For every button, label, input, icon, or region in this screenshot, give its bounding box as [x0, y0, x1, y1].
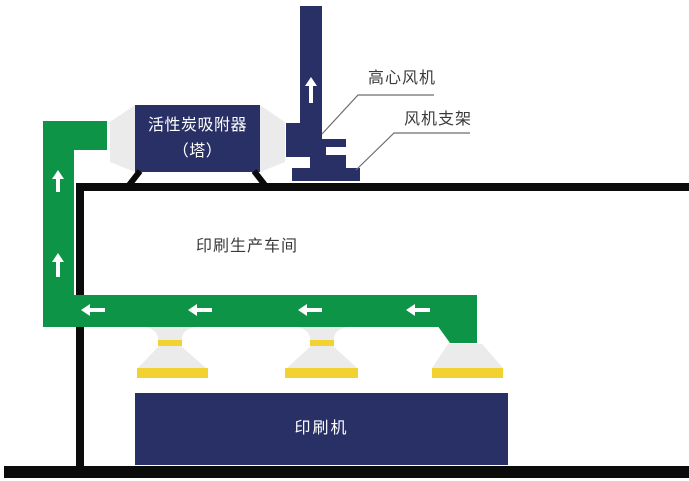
flow-arrow-left-2: [188, 304, 212, 316]
adsorber-label: 活性炭吸附器 （塔）: [135, 105, 260, 172]
flow-arrow-up-stack: [305, 77, 317, 103]
fan-support-base: [292, 168, 360, 181]
workshop-floor-line: [4, 466, 689, 478]
fan-inlet-box: [286, 123, 300, 157]
adsorber-right-leg: [251, 169, 271, 191]
hood1-neck: [146, 327, 194, 340]
adsorber-label-line1: 活性炭吸附器: [147, 116, 247, 134]
hood3-flare: [432, 344, 503, 368]
hood1-flare: [138, 346, 206, 368]
workshop-wall-line: [76, 191, 84, 466]
fan-label: 高心风机: [368, 70, 437, 87]
hood1-band: [158, 340, 182, 346]
adsorber-body: [135, 105, 260, 172]
collection-duct-horizontal: [43, 295, 477, 327]
hood3-mouth: [432, 368, 503, 378]
hood2-band: [310, 340, 334, 346]
adsorber-label-line2: （塔）: [172, 142, 223, 160]
printing-machine-label: 印刷机: [294, 420, 349, 438]
fan-housing: [320, 139, 346, 172]
adsorber-left-end-cap: [110, 105, 135, 172]
support-label-leader-line: [355, 132, 470, 171]
workshop-label: 印刷生产车间: [196, 238, 299, 255]
fan-housing-slot: [326, 147, 346, 155]
fan-support-label: 风机支架: [404, 111, 473, 128]
workshop-ceiling-line: [76, 183, 689, 191]
adsorber-left-leg: [123, 169, 143, 191]
hood2-neck: [298, 327, 346, 340]
flow-arrow-left-3: [298, 304, 322, 316]
riser-duct-vertical: [43, 121, 74, 327]
fan-label-leader-line: [321, 94, 434, 135]
flow-arrow-left-1: [81, 304, 105, 316]
flow-arrow-up-2: [52, 253, 64, 277]
hood2-mouth: [285, 368, 358, 378]
flow-arrow-left-4: [406, 304, 430, 316]
hood1-mouth: [137, 368, 208, 378]
printing-machine-body: [135, 393, 508, 465]
riser-duct-top-arm: [43, 121, 107, 150]
hood2-flare: [287, 346, 357, 368]
collection-duct-right-bend: [437, 325, 477, 343]
flow-arrow-up-1: [52, 170, 64, 192]
adsorber-right-end-cap: [260, 105, 285, 172]
